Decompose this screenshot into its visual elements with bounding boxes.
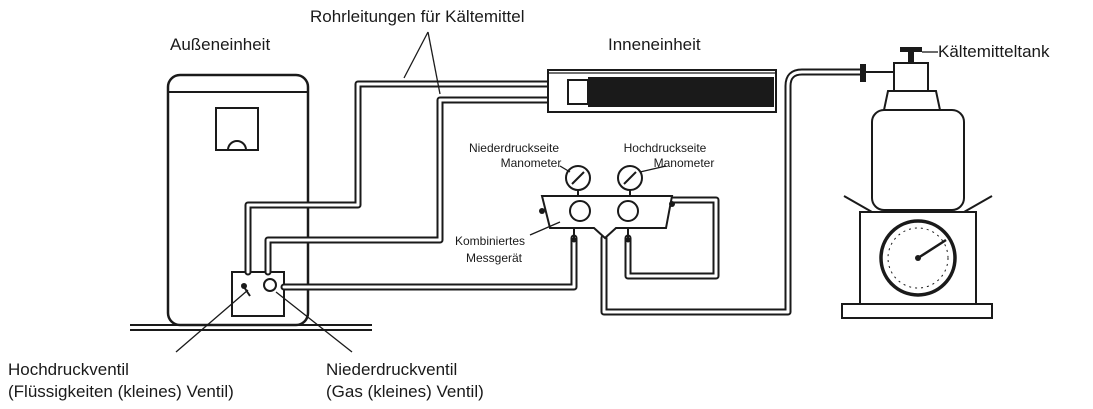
refrigerant-pipes bbox=[244, 68, 864, 316]
high-pressure-valve-label-line2: (Flüssigkeiten (kleines) Ventil) bbox=[8, 382, 234, 401]
refrigerant-tank-label: Kältemitteltank bbox=[938, 42, 1050, 61]
outdoor-unit-label: Außeneinheit bbox=[170, 35, 270, 54]
outdoor-unit bbox=[130, 73, 372, 331]
refrigerant-pipes-label: Rohrleitungen für Kältemittel bbox=[310, 7, 525, 26]
refrigerant-tank bbox=[841, 47, 993, 319]
manifold-label-line1: Kombiniertes bbox=[455, 234, 525, 248]
high-side-gauge bbox=[617, 165, 643, 196]
low-side-gauge-label-line1: Niederdruckseite bbox=[469, 141, 559, 155]
high-side-gauge-label-line2: Manometer bbox=[654, 156, 715, 170]
manifold-label-line2: Messgerät bbox=[466, 251, 523, 265]
low-pressure-valve-label-line1: Niederdruckventil bbox=[326, 360, 457, 379]
indoor-unit bbox=[547, 69, 777, 113]
manifold-gauge-set bbox=[539, 165, 675, 243]
low-side-gauge bbox=[565, 165, 591, 196]
high-pressure-valve-label-line1: Hochdruckventil bbox=[8, 360, 129, 379]
indoor-unit-label: Inneneinheit bbox=[608, 35, 701, 54]
leader-lines bbox=[175, 31, 938, 353]
low-pressure-valve-label-line2: (Gas (kleines) Ventil) bbox=[326, 382, 484, 401]
high-side-gauge-label-line1: Hochdruckseite bbox=[624, 141, 707, 155]
scale-dial bbox=[879, 219, 957, 297]
labels: Außeneinheit Rohrleitungen für Kältemitt… bbox=[8, 7, 1050, 401]
low-side-gauge-label-line2: Manometer bbox=[501, 156, 562, 170]
